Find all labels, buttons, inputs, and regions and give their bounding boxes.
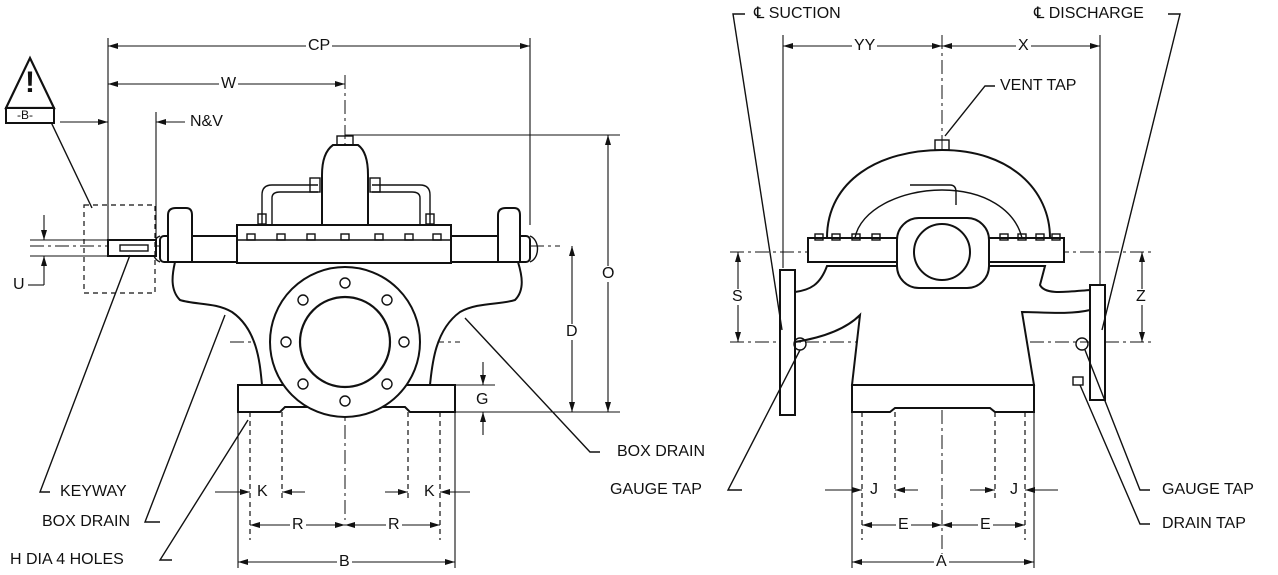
side-elevation-view (4, 38, 620, 568)
end-elevation-view (726, 13, 1181, 570)
dim-e-right: E (978, 516, 993, 533)
callout-vent-tap: VENT TAP (998, 77, 1079, 94)
callout-gauge-tap-left: GAUGE TAP (608, 481, 704, 498)
dim-x: X (1016, 37, 1031, 54)
dim-e-left: E (896, 516, 911, 533)
warning-datum-label: -B- (17, 108, 33, 122)
dim-g: G (474, 391, 491, 408)
dim-o: O (600, 265, 617, 282)
flange-bolt-holes (280, 277, 410, 407)
callout-drain-tap: DRAIN TAP (1160, 515, 1248, 532)
callout-keyway: KEYWAY (58, 483, 129, 500)
dim-r-right: R (386, 516, 402, 533)
dim-cp: CP (306, 37, 333, 54)
warning-triangle-icon (4, 55, 56, 124)
dim-u: U (11, 276, 27, 293)
dim-a: A (934, 553, 949, 570)
split-line-bolts (246, 233, 442, 241)
end-view-bolts (814, 233, 1061, 241)
dim-d: D (564, 323, 580, 340)
dim-r-left: R (290, 516, 306, 533)
dim-nv: N&V (188, 113, 225, 130)
warning-symbol: ! (25, 66, 35, 99)
callout-suction: ℄ SUCTION (752, 5, 843, 22)
callout-discharge: ℄ DISCHARGE (1032, 5, 1146, 22)
dim-j-right: J (1008, 481, 1020, 498)
callout-h-dia-holes: H DIA 4 HOLES (8, 551, 126, 568)
dim-z: Z (1134, 288, 1148, 305)
callout-gauge-tap-right: GAUGE TAP (1160, 481, 1256, 498)
callout-box-drain-right: BOX DRAIN (615, 443, 708, 460)
dim-b: B (337, 553, 352, 570)
callout-box-drain-left: BOX DRAIN (40, 513, 133, 530)
dim-s: S (730, 288, 745, 305)
dim-yy: YY (852, 37, 878, 54)
dim-w: W (219, 75, 239, 92)
dim-k-right: K (422, 483, 437, 500)
dim-k-left: K (255, 483, 270, 500)
dim-j-left: J (868, 481, 880, 498)
